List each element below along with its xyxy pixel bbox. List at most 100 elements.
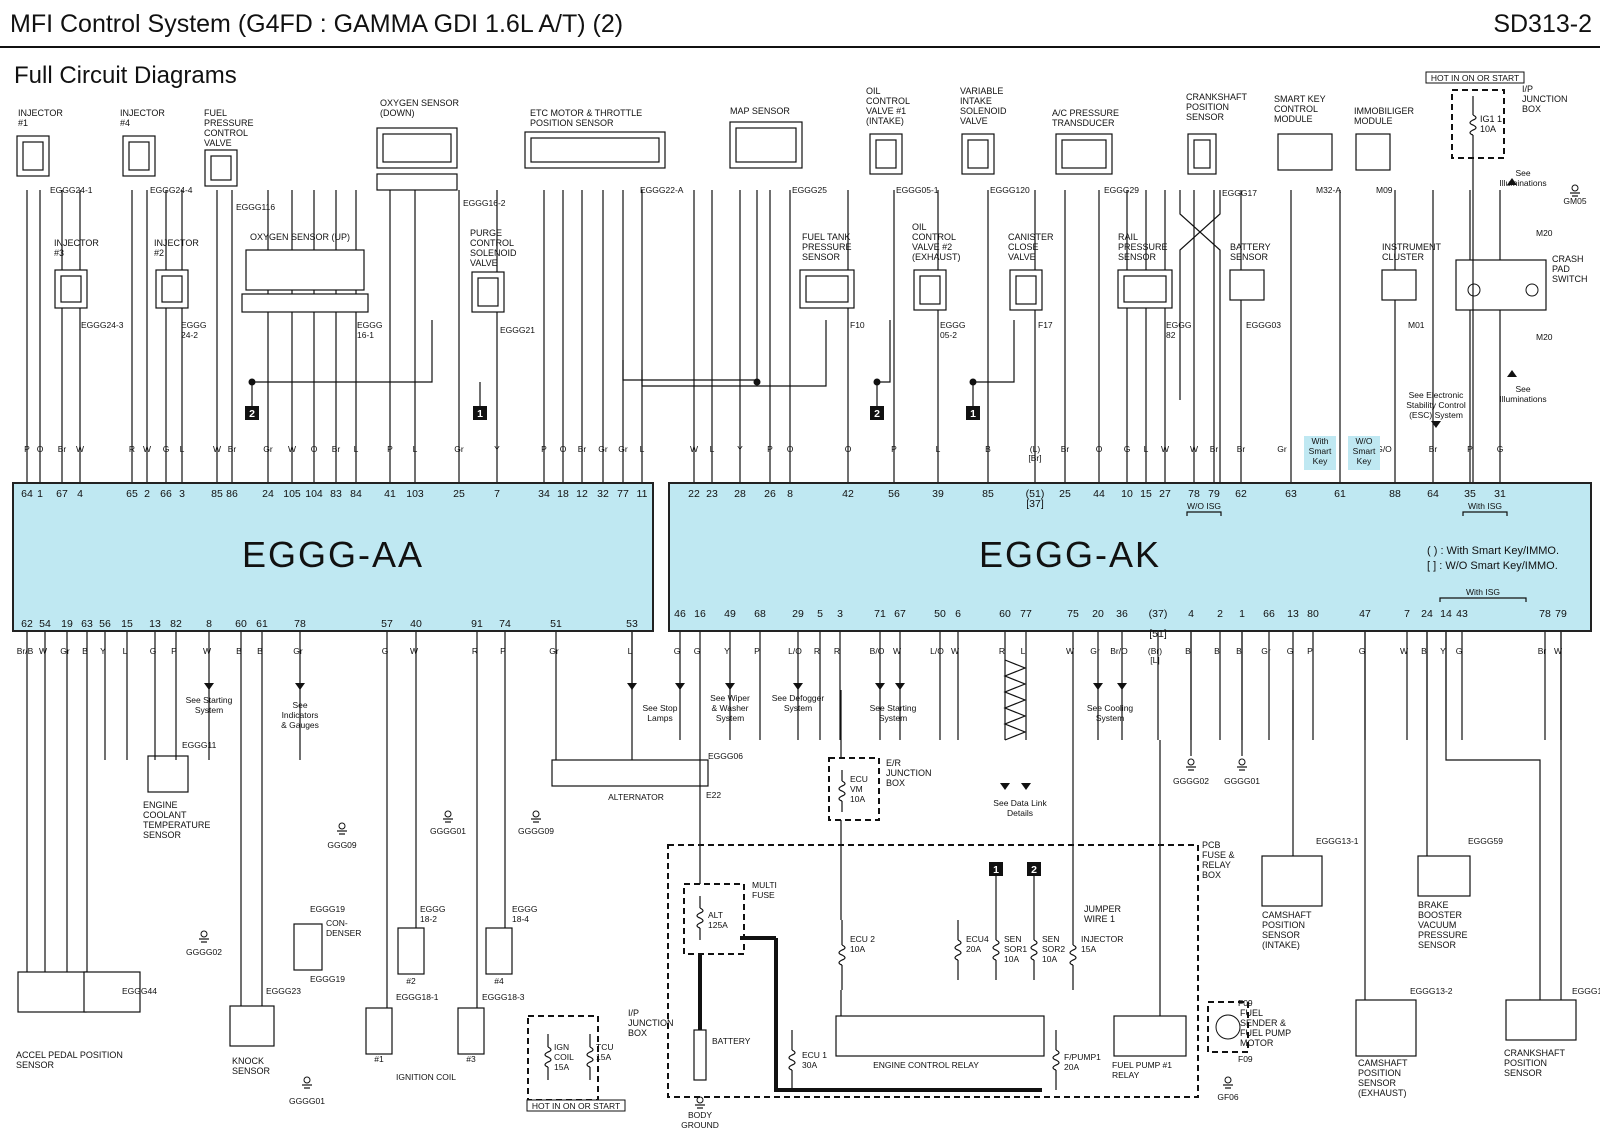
ak-bottom-pin: 80 [1307,608,1319,620]
aa-top-pin: 18 [557,488,569,500]
ignition-coil-3 [457,1007,485,1055]
ak-bottom-wire-color: W [1066,646,1074,656]
aa-bottom-wire-color: Gr [293,646,303,656]
ak-top-pin: 15 [1140,488,1152,500]
ak-top-pin: 26 [764,488,776,500]
ak-top-wire-color: P [891,444,897,454]
ak-bottom-pin: 36 [1116,608,1128,620]
ak-top-wire-color: L [936,444,941,454]
aa-top-pin: 64 [21,488,33,500]
camshaft-position-sensor-intake [1261,855,1323,907]
ak-top-pin: 61 [1334,488,1346,500]
ak-bottom-pin: 29 [792,608,804,620]
aa-bottom-wire-color: Br/B [17,646,34,656]
gggg09-label: GGGG09 [518,826,554,836]
cooling-arrow-icon [1117,683,1127,690]
smart-key-module [1277,133,1333,171]
ak-bottom-pin: 71 [874,608,886,620]
aa-top-pin: 3 [179,488,185,500]
battery-icon [693,1029,707,1081]
ak-top-wire-color: [Br] [1028,453,1041,463]
ak-top-pin: 78 [1188,488,1200,500]
aa-bottom-pin: 8 [206,618,212,630]
connector-label: M32-A [1316,185,1341,195]
aa-bottom-wire-color: B [236,646,242,656]
engine-control-relay [835,1015,1045,1057]
ak-bottom-pin: 46 [674,608,686,620]
aa-bottom-pin: 53 [626,618,638,630]
aa-bottom-pin: 61 [256,618,268,630]
ak-top-wire-color: P [767,444,773,454]
aa-bottom-pin: 15 [121,618,133,630]
starting-arrow-icon [204,683,214,690]
ggg09-label: GGG09 [327,840,357,850]
aa-bottom-pin: 54 [39,618,51,630]
aa-bottom-wire-color: Gr [60,646,70,656]
ak-top-pin: 35 [1464,488,1476,500]
injector-fuse-icon [1069,944,1077,966]
aa-bottom-wire-color: L [123,646,128,656]
aa-top-wire-color: O [560,444,567,454]
aa-top-pin: 67 [56,488,68,500]
gggg01-label: GGGG01 [1224,776,1260,786]
aa-top-wire-color: W [143,444,151,454]
ak-bottom-pin: 50 [934,608,946,620]
aa-bottom-pin: 82 [170,618,182,630]
ign-coil-fuse-icon [544,1046,552,1068]
ak-bottom-wire-color: R [814,646,820,656]
oil-control-valve-exhaust-element [919,275,941,305]
wo-isg-bracket [1186,511,1222,516]
gggg01-label: GGGG01 [430,826,466,836]
alt-fuse-icon [696,907,704,929]
injector-2-label: INJECTOR#2 [154,238,199,258]
egg14-label: EGGG14 [1572,986,1600,996]
ignition-coil-4 [485,927,513,975]
ak-bottom-wire-color: B [1421,646,1427,656]
ak-top-wire-color: Y [737,444,743,454]
ak-bottom-pin: 47 [1359,608,1371,620]
aa-top-pin: 2 [144,488,150,500]
aa-bottom-wire-color: W [203,646,211,656]
splice-badge [989,862,1003,876]
ak-bottom-wire-color: W [1554,646,1562,656]
oil-control-valve-intake-element [875,139,897,169]
ak-bottom-pin: 49 [724,608,736,620]
ak-top-pin: 79 [1208,488,1220,500]
ak-bottom-pin: 68 [754,608,766,620]
ak-top-pin: 64 [1427,488,1439,500]
aa-top-wire-color: P [24,444,30,454]
ak-bottom-wire-color: L/O [930,646,944,656]
coil-2-label: #2 [406,976,416,986]
splice-badge-label: 2 [1031,864,1037,876]
aa-bottom-pin: 91 [471,618,483,630]
ecu-eggg-ak: EGGG-AK ( ) : With Smart Key/IMMO. [ ] :… [668,482,1592,632]
aa-top-pin: 83 [330,488,342,500]
ak-bottom-pin: 2 [1217,608,1223,620]
coil-3-label: #3 [466,1054,476,1064]
injector-2-element [161,275,183,303]
aa-bottom-wire-color: G [382,646,389,656]
aa-top-pin: 24 [262,488,274,500]
aa-top-pin: 104 [305,488,323,500]
aa-bottom-wire-color: W [410,646,418,656]
connector-label: EGGG24-1 [50,185,93,195]
sensor2-fuse-icon [1030,939,1038,961]
condenser [293,923,323,971]
oxygen-sensor-up [245,249,365,291]
splice-badge-label: 1 [993,864,999,876]
